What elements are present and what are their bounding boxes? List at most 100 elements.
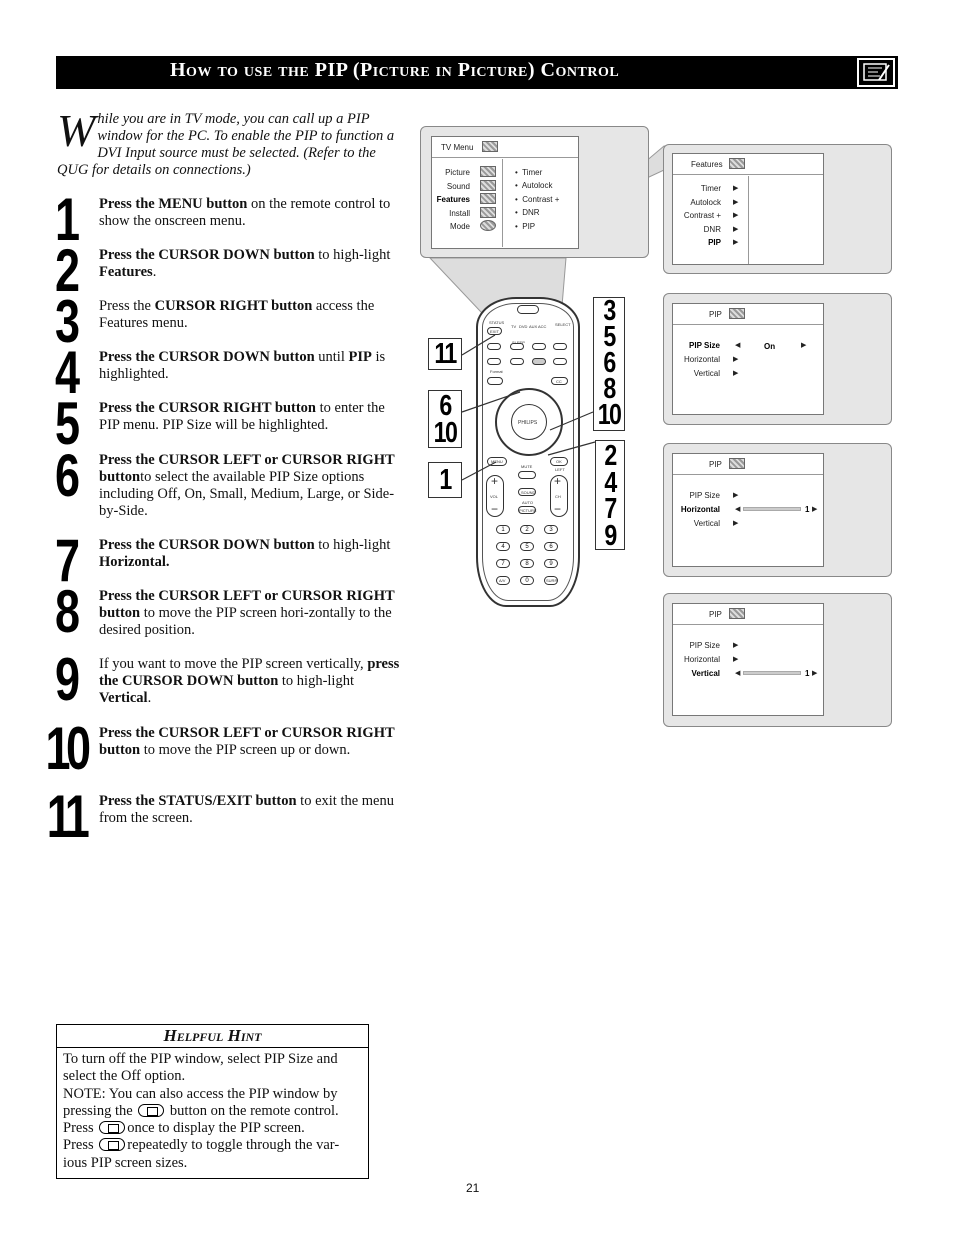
callout-number: 5 bbox=[603, 321, 616, 353]
submenu-item-autolock: • Autolock bbox=[515, 181, 553, 190]
step-text-run: access the Features menu. bbox=[99, 298, 375, 331]
surr-button bbox=[544, 576, 558, 585]
callout-number: 11 bbox=[434, 338, 457, 370]
status-label: STATUS bbox=[489, 320, 505, 325]
sound-label: SOUND bbox=[521, 490, 536, 495]
plus-icon: + bbox=[554, 474, 562, 488]
step-text-run: to enter the PIP menu. PIP Size will be … bbox=[99, 400, 385, 433]
pip-vertical-panel: PIP PIP Size Horizontal Vertical ▶ ▶ ◀ 1… bbox=[663, 593, 892, 727]
arrow-left-icon: ◀ bbox=[735, 342, 741, 349]
step-text-bold: press the CURSOR DOWN button bbox=[99, 656, 400, 689]
remote-button bbox=[510, 343, 524, 350]
callout-box bbox=[428, 462, 462, 498]
hint-line-1: To turn off the PIP window, select PIP S… bbox=[63, 1051, 338, 1085]
step-text-run: to exit the menu from the screen. bbox=[99, 793, 394, 826]
key-7: 7 bbox=[496, 559, 510, 568]
step-text-bold: Press the CURSOR DOWN button bbox=[99, 537, 315, 553]
volume-rocker bbox=[486, 475, 504, 517]
pip-item-vertical: Vertical bbox=[691, 669, 720, 678]
arrow-right-icon: ▶ bbox=[801, 342, 807, 349]
callout-number: 3 bbox=[603, 295, 616, 327]
callout-number: 8 bbox=[603, 373, 616, 405]
key-1: 1 bbox=[496, 525, 510, 534]
sound-button bbox=[518, 488, 536, 496]
features-screen: Features Timer Autolock Contrast + DNR P… bbox=[672, 153, 824, 265]
step-text: Press the CURSOR RIGHT button to enter t… bbox=[99, 400, 404, 434]
step-text-bold: Press the CURSOR LEFT or CURSOR RIGHT bu… bbox=[99, 452, 395, 485]
brand-label: PHILIPS bbox=[518, 420, 538, 426]
ok-button bbox=[550, 457, 568, 466]
step-number: 5 bbox=[54, 390, 80, 457]
remote-control-inner bbox=[482, 303, 574, 601]
key-6: 6 bbox=[544, 542, 558, 551]
step-text-run: to high-light bbox=[278, 673, 354, 689]
step-text: Press the CURSOR LEFT or CURSOR RIGHT bu… bbox=[99, 588, 404, 639]
pip-item-vertical: Vertical bbox=[693, 519, 720, 528]
step-text-bold: Press the CURSOR LEFT or CURSOR RIGHT bu… bbox=[99, 588, 395, 621]
step-text-bold: Press the CURSOR DOWN button bbox=[99, 349, 315, 365]
step-text-run: . bbox=[152, 264, 157, 280]
hint-line-4a: Press bbox=[63, 1137, 94, 1154]
key-2: 2 bbox=[520, 525, 534, 534]
step-text-bold: CURSOR RIGHT button bbox=[154, 298, 313, 314]
picture-icon bbox=[480, 166, 496, 177]
step-text-bold: PIP bbox=[348, 349, 372, 365]
step-text-run: on the remote control to show the onscre… bbox=[99, 196, 391, 229]
arrow-right-icon: ▶ bbox=[733, 370, 739, 377]
page-title: How to use the PIP (Picture in Picture) … bbox=[170, 59, 620, 81]
helpful-hint-box: Helpful Hint To turn off the PIP window,… bbox=[56, 1024, 369, 1179]
step-number: 10 bbox=[45, 715, 91, 782]
power-button bbox=[517, 305, 539, 314]
horizontal-value: 1 bbox=[805, 505, 810, 514]
arrow-left-icon: ◀ bbox=[735, 506, 741, 513]
hint-line-3a: Press bbox=[63, 1120, 94, 1137]
callout-box bbox=[595, 440, 625, 550]
av-label: A/V bbox=[499, 578, 506, 583]
step-text-bold: Press the CURSOR LEFT or CURSOR RIGHT bu… bbox=[99, 725, 395, 758]
step-number: 1 bbox=[54, 186, 80, 253]
step-text-run: until bbox=[314, 349, 349, 365]
pip-title: PIP bbox=[709, 310, 722, 319]
hint-line-2b: button on the remote control. bbox=[169, 1102, 339, 1119]
step-text: Press the CURSOR DOWN button until PIP i… bbox=[99, 349, 404, 383]
channel-rocker bbox=[550, 475, 568, 517]
key-3: 3 bbox=[544, 525, 558, 534]
acc-label: ACC bbox=[538, 324, 547, 329]
page-number: 21 bbox=[466, 1181, 480, 1195]
tv-icon bbox=[482, 141, 498, 152]
pip-horizontal-panel: PIP PIP Size Horizontal Vertical ▶ ◀ 1 ▶… bbox=[663, 443, 892, 577]
callout-number: 7 bbox=[604, 493, 617, 525]
menu-item-sound: Sound bbox=[446, 182, 470, 191]
hint-title: Helpful Hint bbox=[57, 1025, 368, 1048]
step-number: 2 bbox=[54, 237, 80, 304]
arrow-right-icon: ▶ bbox=[812, 506, 818, 513]
remote-button bbox=[487, 358, 501, 365]
cc-button bbox=[551, 377, 568, 385]
step-text-run: to move the PIP screen hori-zontally to … bbox=[99, 605, 392, 638]
aux-label: AUX bbox=[529, 324, 538, 329]
step-number: 4 bbox=[54, 339, 80, 406]
step-number: 9 bbox=[54, 646, 80, 713]
arrow-right-icon: ▶ bbox=[733, 642, 739, 649]
step-text-run: to high-light bbox=[314, 247, 391, 263]
av-button bbox=[496, 576, 510, 585]
ch-label: CH bbox=[555, 494, 561, 499]
picture-button bbox=[518, 506, 536, 514]
drop-cap: W bbox=[57, 105, 96, 156]
features-icon bbox=[480, 193, 496, 204]
features-item-autolock: Autolock bbox=[690, 198, 721, 207]
vertical-value: 1 bbox=[805, 669, 810, 678]
key-5: 5 bbox=[520, 542, 534, 551]
step-number: 7 bbox=[54, 527, 80, 594]
callout-number: 6 bbox=[603, 347, 616, 379]
auto-label: AUTO bbox=[522, 500, 534, 505]
tv-menu-title: TV Menu bbox=[441, 143, 474, 152]
step-text-run: . bbox=[147, 690, 152, 706]
step-text-run: to select the available PIP Size options… bbox=[99, 469, 395, 519]
step-text-run: is highlighted. bbox=[99, 349, 386, 382]
step-text: Press the CURSOR RIGHT button access the… bbox=[99, 298, 404, 332]
step-text-bold: Press the CURSOR DOWN button bbox=[99, 247, 315, 263]
step-text: Press the CURSOR DOWN button to high-lig… bbox=[99, 247, 404, 281]
